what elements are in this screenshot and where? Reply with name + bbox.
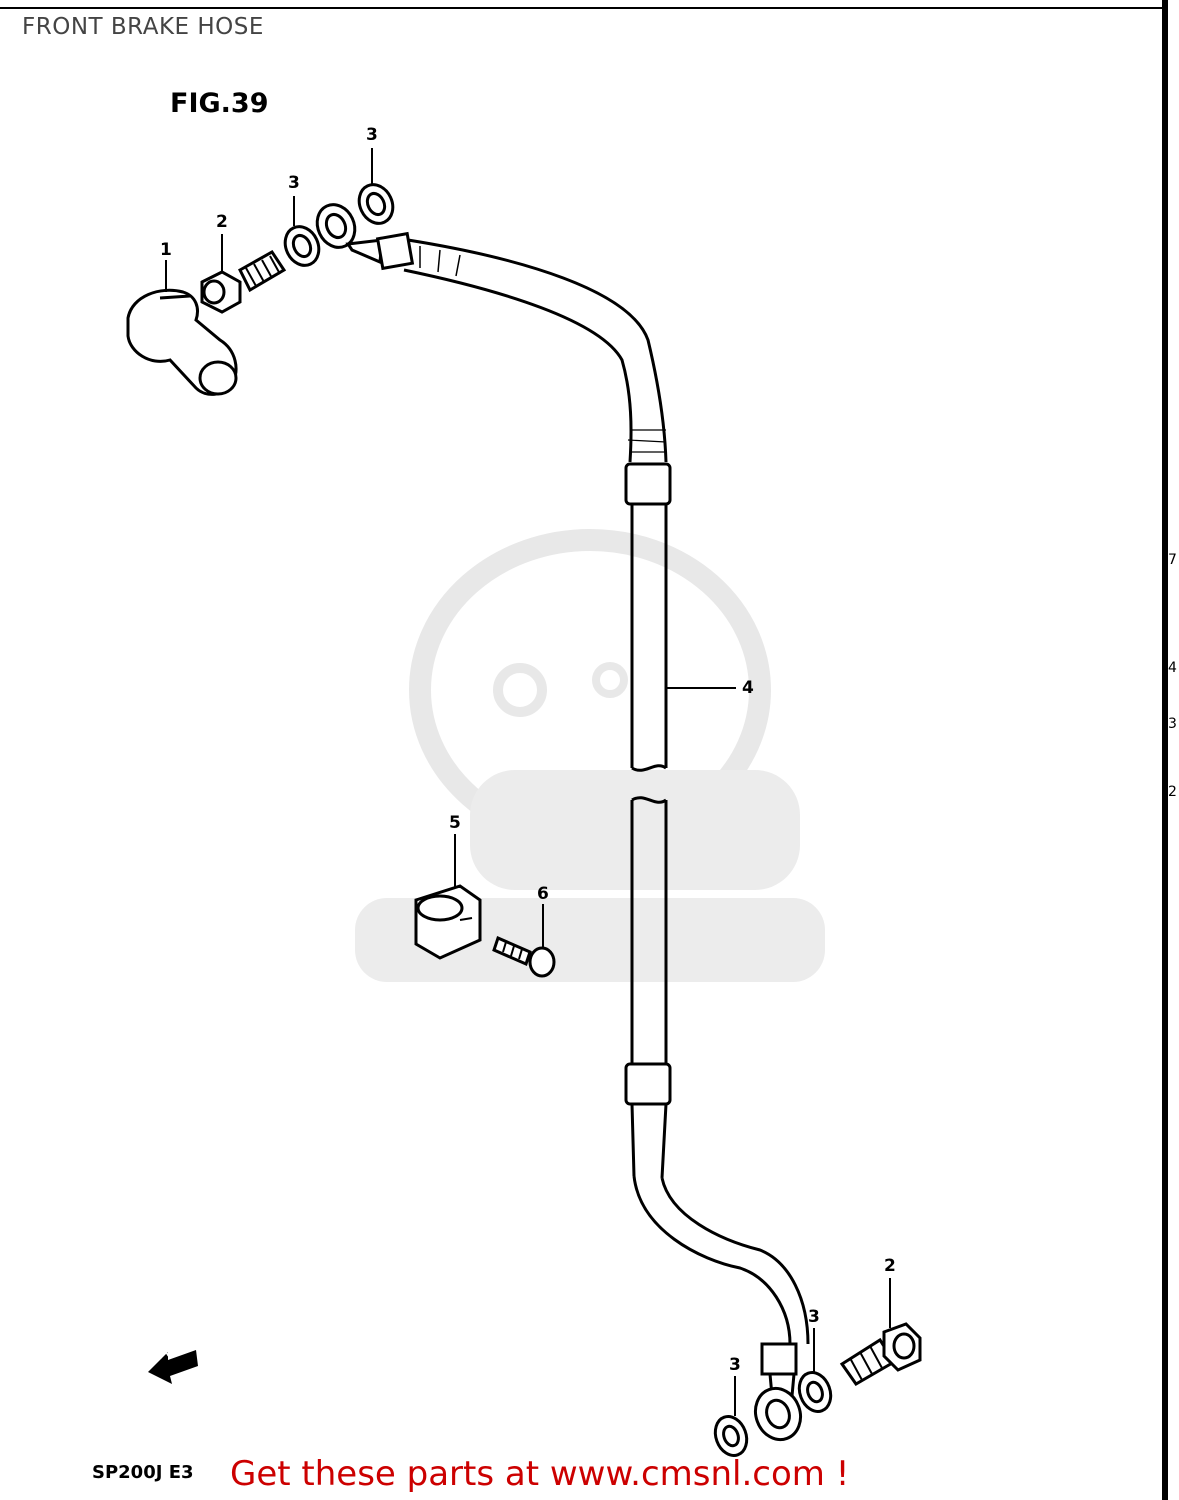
callout-1: 1 <box>160 240 172 260</box>
part-3-washer-top-b <box>357 183 395 225</box>
edge-mark-1: 7 <box>1168 552 1177 568</box>
model-code: SP200J E3 <box>92 1462 194 1483</box>
edge-mark-2: 4 <box>1168 660 1177 676</box>
part-6-screw <box>492 935 556 978</box>
part-3-washer-top-a <box>283 225 321 267</box>
part-2-union-bolt-bottom <box>839 1322 922 1386</box>
callout-4: 4 <box>742 678 754 698</box>
right-border <box>1162 0 1168 1500</box>
part-2-union-bolt-top <box>200 250 287 314</box>
forward-direction-arrow <box>148 1350 198 1384</box>
callout-3-top-a: 3 <box>288 173 300 193</box>
callout-leaders <box>165 148 891 1416</box>
callout-3-bottom-b: 3 <box>729 1355 741 1375</box>
part-5-hose-clamp <box>414 884 482 960</box>
page-title: FRONT BRAKE HOSE <box>22 14 264 40</box>
part-3-washer-bottom-a <box>797 1371 833 1413</box>
callout-5: 5 <box>449 813 461 833</box>
part-1-hose-elbow <box>126 288 238 396</box>
callout-2-bottom: 2 <box>884 1256 896 1276</box>
cta-link[interactable]: Get these parts at www.cmsnl.com ! <box>230 1454 850 1494</box>
callout-2-top: 2 <box>216 212 228 232</box>
callout-3-top-b: 3 <box>366 125 378 145</box>
part-4-brake-hose <box>315 203 810 1442</box>
top-border <box>0 7 1168 9</box>
edge-mark-4: 2 <box>1168 784 1177 800</box>
callout-3-bottom-a: 3 <box>808 1307 820 1327</box>
callout-6: 6 <box>537 884 549 904</box>
part-3-washer-bottom-b <box>713 1415 749 1457</box>
edge-mark-3: 3 <box>1168 716 1177 732</box>
figure-label: FIG.39 <box>170 88 269 119</box>
